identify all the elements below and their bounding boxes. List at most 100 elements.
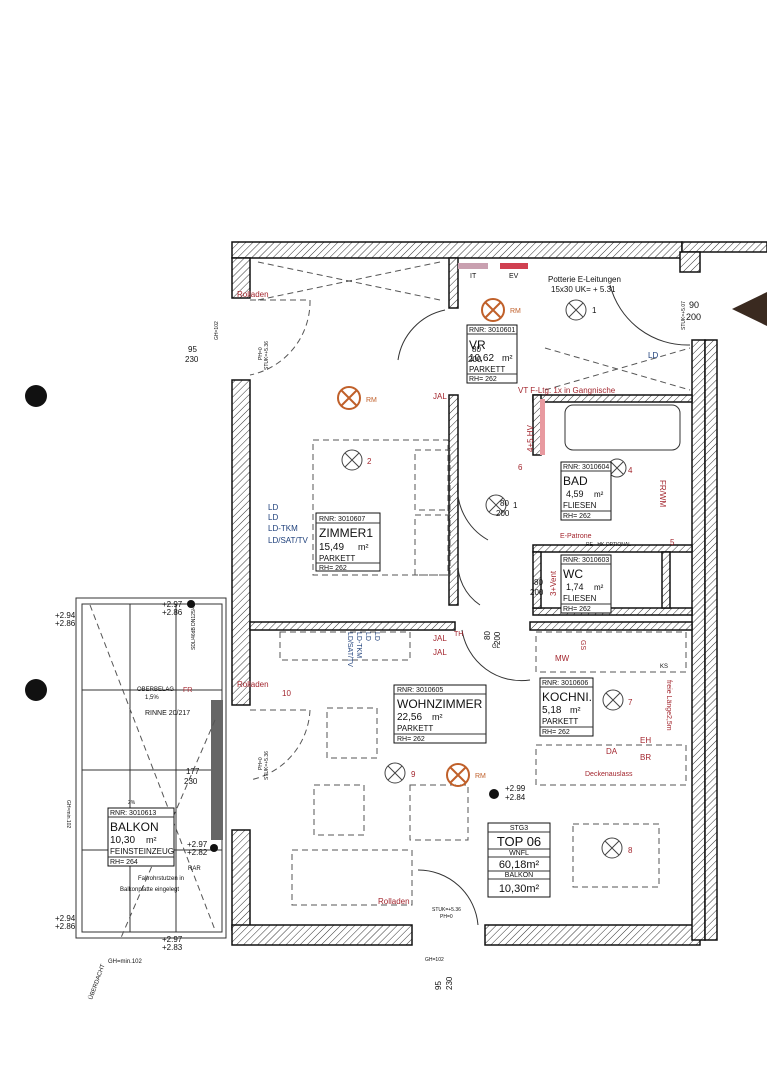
svg-text:RNR: 3010603: RNR: 3010603 bbox=[563, 557, 609, 564]
svg-text:230: 230 bbox=[185, 355, 199, 364]
svg-text:GH=102: GH=102 bbox=[214, 321, 220, 340]
svg-text:TH: TH bbox=[454, 631, 463, 638]
svg-text:JAL: JAL bbox=[433, 648, 447, 657]
svg-text:JAL: JAL bbox=[433, 392, 447, 401]
svg-text:Rolladen: Rolladen bbox=[237, 680, 269, 689]
svg-text:+2.94: +2.94 bbox=[55, 914, 76, 923]
svg-text:freie Länge2,5m: freie Länge2,5m bbox=[665, 680, 672, 731]
svg-text:DA: DA bbox=[606, 747, 618, 756]
dimensions: 95 230 177 230 80 200 80 200 80 200 90 2… bbox=[184, 300, 701, 990]
door-swings bbox=[249, 284, 691, 926]
svg-text:PARKETT: PARKETT bbox=[542, 717, 578, 726]
svg-text:RNR: 3010601: RNR: 3010601 bbox=[469, 327, 515, 334]
svg-text:RINNE 20/217: RINNE 20/217 bbox=[145, 710, 190, 717]
room-label-bad: RNR: 3010604 BAD 4,59 m² FLIESEN RH= 262 bbox=[560, 461, 612, 521]
svg-text:RAR: RAR bbox=[188, 866, 201, 872]
room-label-balkon: RNR: 3010613 BALKON 10,30 m² FEINSTEINZE… bbox=[107, 807, 175, 867]
svg-text:GH=min.102: GH=min.102 bbox=[108, 959, 143, 965]
svg-text:JAL: JAL bbox=[433, 634, 447, 643]
svg-text:4,59: 4,59 bbox=[566, 489, 584, 499]
svg-text:PH=0: PH=0 bbox=[258, 347, 264, 360]
svg-text:22,56: 22,56 bbox=[397, 712, 422, 723]
svg-text:RH= 262: RH= 262 bbox=[542, 729, 570, 736]
svg-text:8: 8 bbox=[628, 846, 633, 855]
svg-text:95: 95 bbox=[434, 981, 443, 990]
svg-text:ÜBERDACHT: ÜBERDACHT bbox=[87, 963, 106, 1001]
svg-text:80: 80 bbox=[534, 578, 543, 587]
svg-text:RM: RM bbox=[366, 397, 377, 404]
punch-hole bbox=[25, 385, 47, 407]
svg-text:m²: m² bbox=[432, 712, 443, 722]
svg-text:+2.86: +2.86 bbox=[162, 608, 183, 617]
svg-text:MW: MW bbox=[555, 654, 570, 663]
apartment-summary: STG3 TOP 06 WNFL 60,18m² BALKON 10,30m² bbox=[487, 822, 551, 898]
svg-text:200: 200 bbox=[686, 312, 701, 322]
light-icon bbox=[602, 689, 624, 711]
svg-text:Rolladen: Rolladen bbox=[237, 290, 269, 299]
svg-text:RH= 262: RH= 262 bbox=[563, 513, 591, 520]
svg-text:Fallrohrstutzen in: Fallrohrstutzen in bbox=[138, 876, 184, 882]
svg-text:m²: m² bbox=[594, 490, 604, 499]
svg-text:PH=0: PH=0 bbox=[258, 757, 264, 770]
svg-text:2: 2 bbox=[367, 457, 372, 466]
svg-text:m²: m² bbox=[594, 583, 604, 592]
svg-text:STUK=+5.36: STUK=+5.36 bbox=[264, 341, 270, 370]
light-icon bbox=[384, 762, 406, 784]
svg-text:RNR: 3010605: RNR: 3010605 bbox=[397, 687, 443, 694]
svg-text:60,18m²: 60,18m² bbox=[499, 859, 540, 871]
svg-text:+2.84: +2.84 bbox=[505, 793, 526, 802]
svg-text:LD: LD bbox=[268, 503, 278, 512]
svg-text:OBERBELAG: OBERBELAG bbox=[137, 687, 174, 693]
svg-text:RNR: 3010604: RNR: 3010604 bbox=[563, 464, 609, 471]
svg-text:+2.86: +2.86 bbox=[55, 619, 76, 628]
svg-text:1,74: 1,74 bbox=[566, 582, 584, 592]
light-icon bbox=[337, 386, 361, 410]
svg-text:Balkonplatte eingelegt: Balkonplatte eingelegt bbox=[120, 887, 179, 893]
svg-text:FR: FR bbox=[183, 687, 192, 694]
svg-text:RM: RM bbox=[510, 308, 521, 315]
entrance-marker-icon bbox=[732, 292, 767, 326]
level-marker-icon bbox=[187, 600, 195, 608]
svg-text:200: 200 bbox=[493, 631, 502, 645]
svg-text:90: 90 bbox=[689, 300, 699, 310]
svg-text:LD: LD bbox=[648, 351, 658, 360]
svg-text:230: 230 bbox=[445, 976, 454, 990]
svg-text:200: 200 bbox=[468, 355, 482, 364]
svg-text:LD/SAT/TV: LD/SAT/TV bbox=[268, 536, 309, 545]
svg-text:FLIESEN: FLIESEN bbox=[563, 501, 597, 510]
svg-text:RM: RM bbox=[475, 773, 486, 780]
svg-text:EH: EH bbox=[640, 736, 651, 745]
svg-text:GL: GL bbox=[492, 644, 501, 650]
svg-text:LD/SAT/TV: LD/SAT/TV bbox=[346, 632, 353, 667]
svg-text:1: 1 bbox=[592, 306, 597, 315]
svg-text:KOCHNI.: KOCHNI. bbox=[542, 690, 592, 704]
svg-text:WNFL: WNFL bbox=[509, 850, 529, 857]
svg-text:4: 4 bbox=[628, 466, 633, 475]
svg-text:m²: m² bbox=[146, 835, 157, 845]
svg-text:80: 80 bbox=[472, 345, 481, 354]
svg-text:STUK=+5.07: STUK=+5.07 bbox=[681, 301, 687, 330]
height-levels: +2.97+2.86 +2.94+2.86 +2.97+2.82 +2.94+2… bbox=[55, 600, 526, 952]
svg-text:+2.83: +2.83 bbox=[162, 943, 183, 952]
svg-text:FR/WM: FR/WM bbox=[658, 480, 667, 507]
circuit-numbers: 1 1 2 4 5 6 7 8 9 10 bbox=[282, 306, 675, 855]
svg-text:KS: KS bbox=[660, 664, 668, 670]
light-icon bbox=[565, 299, 587, 321]
svg-text:VR: VR bbox=[469, 338, 486, 352]
svg-text:10: 10 bbox=[282, 689, 291, 698]
svg-text:PH=0: PH=0 bbox=[440, 914, 453, 920]
light-icon bbox=[481, 298, 505, 322]
svg-text:LD-TKM: LD-TKM bbox=[355, 632, 362, 658]
svg-text:LD: LD bbox=[268, 513, 278, 522]
svg-text:VT F-Ltg. 1x in Gangnische: VT F-Ltg. 1x in Gangnische bbox=[518, 386, 616, 395]
svg-text:BR: BR bbox=[640, 753, 651, 762]
furniture bbox=[257, 261, 691, 906]
svg-text:BAD: BAD bbox=[563, 474, 588, 488]
ceiling-lights bbox=[337, 298, 627, 859]
svg-text:80: 80 bbox=[500, 499, 509, 508]
svg-text:2%: 2% bbox=[128, 800, 136, 806]
svg-text:FLIESEN: FLIESEN bbox=[563, 594, 597, 603]
svg-text:200: 200 bbox=[496, 509, 510, 518]
svg-text:Rolladen: Rolladen bbox=[378, 897, 410, 906]
